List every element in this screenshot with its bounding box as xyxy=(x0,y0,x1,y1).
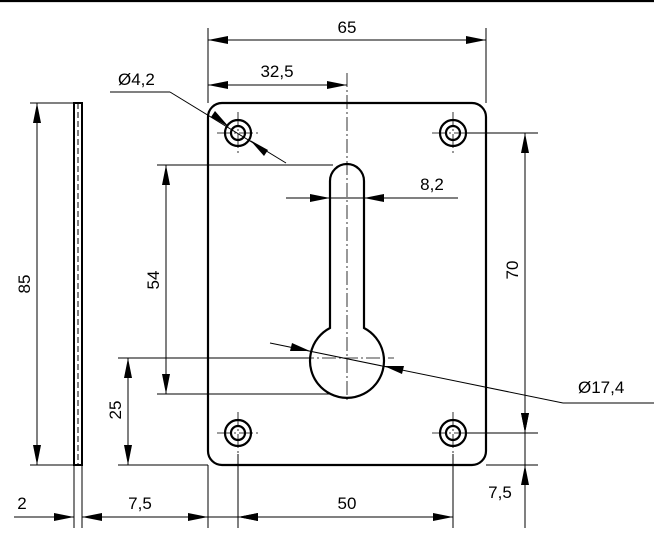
dimension-65: 65 xyxy=(208,18,486,44)
dim-slot-width: 8,2 xyxy=(420,175,444,194)
dimension-7-5-bottom: 7,5 xyxy=(488,413,529,528)
dim-overall-width: 65 xyxy=(338,18,357,37)
dim-hole-offset-bottom: 7,5 xyxy=(488,483,512,502)
side-view xyxy=(73,102,83,466)
dim-hole-spacing-vertical: 70 xyxy=(503,261,522,280)
dim-hole-offset-left: 7,5 xyxy=(128,494,152,513)
dim-hole-spacing-horizontal: 50 xyxy=(338,494,357,513)
dimension-70: 70 xyxy=(503,133,529,433)
dimension-hole-diameter: Ø4,2 xyxy=(110,70,287,164)
dim-keyhole-diameter: Ø17,4 xyxy=(578,378,624,397)
extension-lines xyxy=(30,28,538,528)
dim-keyhole-height: 25 xyxy=(106,401,125,420)
dimension-25: 25 xyxy=(106,358,132,465)
keyhole-slot xyxy=(308,162,386,399)
dimension-54: 54 xyxy=(144,165,170,394)
dim-half-width: 32,5 xyxy=(260,62,293,81)
dim-thickness: 2 xyxy=(17,494,26,513)
dimension-50: 50 xyxy=(238,494,453,521)
dimension-7-5-left: 7,5 xyxy=(100,494,258,521)
dim-hole-diameter: Ø4,2 xyxy=(118,70,155,89)
front-view xyxy=(206,73,488,467)
dimension-keyhole-diameter: Ø17,4 xyxy=(269,342,654,404)
dim-slot-length: 54 xyxy=(144,271,163,290)
dimension-32-5: 32,5 xyxy=(208,62,347,89)
dim-overall-height: 85 xyxy=(15,275,34,294)
dimension-8-2: 8,2 xyxy=(286,175,458,202)
dimension-2: 2 xyxy=(14,494,102,521)
dimension-85: 85 xyxy=(15,103,41,465)
